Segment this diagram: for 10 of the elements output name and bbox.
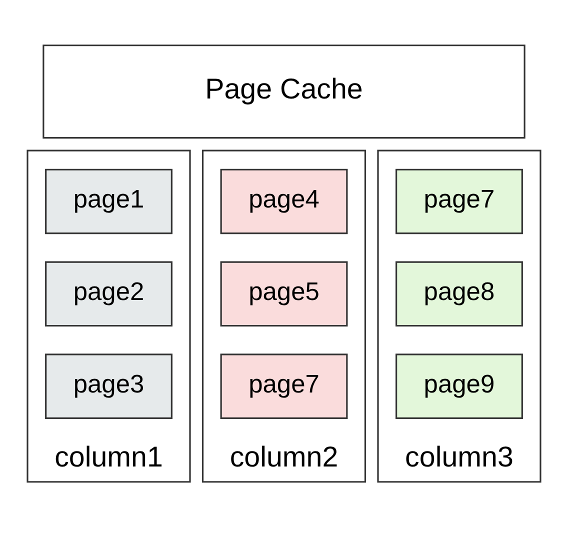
node-box: page1 xyxy=(45,168,172,234)
node-box: Page Cache xyxy=(42,44,526,139)
node-box: page8 xyxy=(396,261,523,327)
node-box: page7 xyxy=(396,168,523,234)
node-box: page9 xyxy=(396,354,523,419)
node-box: page7 xyxy=(220,354,348,419)
node-box: page5 xyxy=(220,261,348,327)
node-box: page2 xyxy=(45,261,172,327)
node-box: page4 xyxy=(220,168,348,234)
node-box: page3 xyxy=(45,354,172,419)
